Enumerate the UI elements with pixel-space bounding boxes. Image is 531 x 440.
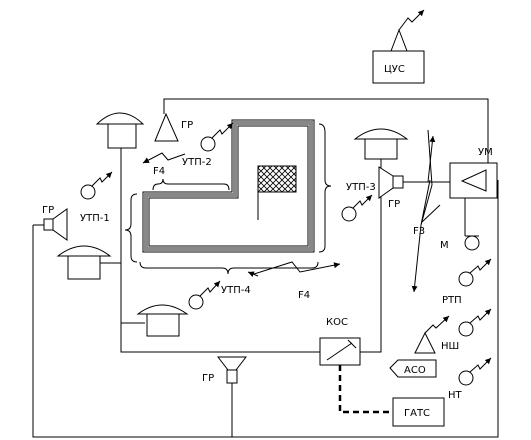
cus-unit: ЦУС bbox=[372, 9, 425, 84]
gats-unit: ГАТС bbox=[392, 397, 445, 427]
utp3-radio-icon bbox=[341, 206, 357, 222]
cus-antenna-icon bbox=[390, 28, 408, 52]
f4-link-bottom-icon bbox=[253, 261, 341, 275]
kos-switch-icon bbox=[326, 342, 353, 361]
aso-label: АСО bbox=[404, 365, 426, 376]
um-label: УМ bbox=[478, 147, 493, 158]
aso-unit: АСО bbox=[389, 359, 437, 378]
utp2-rack: ГР УТП-2 F4 bbox=[95, 112, 234, 177]
cus-radio-arrow-icon bbox=[398, 9, 425, 31]
speaker-left-icon bbox=[43, 218, 54, 231]
utp3-rack: УТП-3 ГР bbox=[341, 128, 409, 222]
utp2-radio-icon bbox=[200, 136, 216, 152]
gats-box bbox=[392, 397, 445, 427]
utp4-label: УТП-4 bbox=[221, 285, 251, 296]
speaker-bottom: ГР bbox=[202, 356, 248, 384]
nt-unit: НТ bbox=[448, 357, 492, 401]
f4-link-top-icon bbox=[142, 152, 186, 164]
kos-label: КОС bbox=[326, 317, 348, 328]
f4-label-top: F4 bbox=[153, 166, 165, 177]
utp4-rack: УТП-4 F4 bbox=[136, 261, 341, 337]
speaker-right-icon bbox=[392, 175, 404, 189]
nsh-radio-icon bbox=[458, 321, 474, 337]
gr-label-right: ГР bbox=[388, 199, 400, 210]
utp3-label: УТП-3 bbox=[346, 182, 376, 193]
cus-box bbox=[372, 50, 425, 84]
microphone: М bbox=[440, 235, 480, 251]
rtp-label: РТП bbox=[442, 295, 462, 306]
nsh-label: НШ bbox=[441, 341, 459, 352]
gats-label: ГАТС bbox=[404, 408, 430, 419]
utp1-rack: УТП-1 ГР bbox=[42, 171, 113, 280]
gr-label-top: ГР bbox=[181, 120, 193, 131]
m-label: М bbox=[440, 240, 449, 251]
rtp-unit: РТП bbox=[442, 258, 492, 306]
speaker-bottom-icon bbox=[216, 356, 248, 371]
nt-label: НТ bbox=[448, 390, 463, 401]
gr-label-bottom: ГР bbox=[202, 373, 214, 384]
kos-unit: КОС bbox=[319, 317, 361, 366]
um-unit: УМ bbox=[449, 147, 498, 199]
aso-box bbox=[389, 359, 437, 378]
cus-label: ЦУС bbox=[384, 64, 405, 75]
rtp-radio-icon bbox=[458, 271, 474, 287]
f4-label-bottom: F4 bbox=[298, 290, 310, 301]
hatched-zone bbox=[257, 165, 297, 193]
nsh-unit: НШ bbox=[414, 308, 492, 354]
wiring bbox=[32, 98, 499, 438]
f3-link: F3 bbox=[411, 129, 441, 293]
utp2-label: УТП-2 bbox=[182, 157, 212, 168]
utp1-radio-icon bbox=[80, 184, 96, 200]
amplifier-icon bbox=[460, 169, 487, 192]
microphone-icon bbox=[464, 235, 480, 251]
f3-label: F3 bbox=[413, 226, 425, 237]
building-plan bbox=[124, 119, 332, 275]
utp1-label: УТП-1 bbox=[80, 213, 110, 224]
nt-radio-icon bbox=[458, 370, 474, 386]
utp4-radio-icon bbox=[188, 294, 204, 310]
nsh-antenna-icon bbox=[414, 331, 436, 354]
gr-label-left: ГР bbox=[42, 205, 54, 216]
